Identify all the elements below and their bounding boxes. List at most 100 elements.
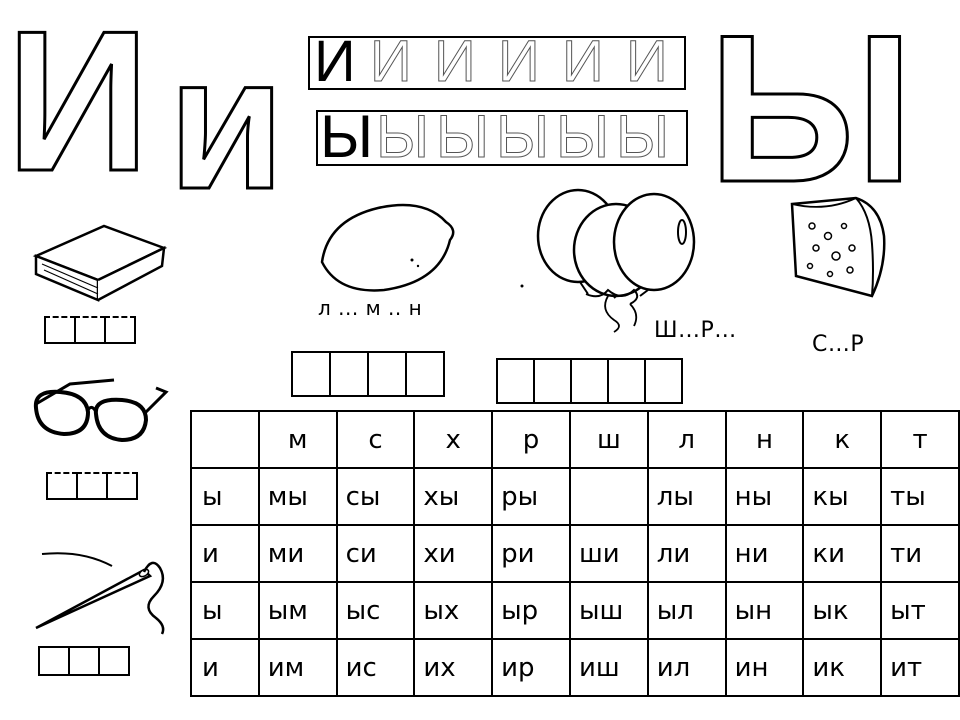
trace-letter: Ы: [435, 110, 490, 166]
answer-box[interactable]: [496, 358, 535, 404]
table-cell: ли: [646, 524, 727, 583]
table-cell: хы: [413, 467, 494, 526]
table-header-cell: к: [802, 410, 883, 469]
table-cell: ыш: [568, 581, 649, 640]
table-cell: ры: [491, 467, 571, 526]
trace-strip-i: И И И И И И: [308, 36, 686, 90]
table-header-cell: ш: [568, 410, 649, 469]
answer-box[interactable]: [329, 351, 369, 397]
table-cell: ым: [257, 581, 338, 640]
trace-letter: Ы: [320, 110, 374, 166]
table-cell: ил: [646, 638, 727, 697]
table-cell: [568, 467, 649, 526]
balloons-icon: [520, 188, 696, 333]
answer-box[interactable]: [44, 316, 76, 344]
table-cell: сы: [335, 467, 416, 526]
trace-letter: Ы: [495, 110, 550, 166]
table-cell: ри: [491, 524, 571, 583]
table-cell: ни: [724, 524, 805, 583]
answer-boxes-glasses[interactable]: [46, 472, 138, 500]
answer-box[interactable]: [367, 351, 407, 397]
answer-box[interactable]: [74, 316, 106, 344]
table-cell: си: [335, 524, 416, 583]
answer-box[interactable]: [106, 472, 138, 500]
table-cell: их: [413, 638, 494, 697]
table-cell: иш: [568, 638, 649, 697]
answer-box[interactable]: [98, 646, 130, 676]
answer-box[interactable]: [405, 351, 445, 397]
answer-box[interactable]: [291, 351, 331, 397]
answer-box[interactable]: [644, 358, 683, 404]
big-letter-i-upper: И: [5, 0, 152, 213]
trace-letter: И: [626, 36, 669, 90]
big-letter-i-lower: и: [167, 17, 287, 229]
trace-strip-y: Ы Ы Ы Ы Ы Ы: [316, 110, 688, 166]
trace-letter: И: [370, 36, 413, 90]
table-cell: ир: [491, 638, 571, 697]
lemon-icon: [320, 203, 455, 292]
answer-boxes-balloons[interactable]: [496, 358, 683, 404]
table-cell: ых: [413, 581, 494, 640]
answer-boxes-lemon[interactable]: [291, 351, 445, 397]
trace-letter: И: [314, 36, 356, 90]
table-cell: ыр: [491, 581, 571, 640]
table-cell: ши: [568, 524, 649, 583]
table-row-label: ы: [190, 581, 260, 640]
lemon-hint: л ... м .. н: [318, 296, 423, 320]
table-cell: ын: [724, 581, 805, 640]
answer-box[interactable]: [46, 472, 78, 500]
table-header-cell: х: [413, 410, 494, 469]
table-header-cell: т: [880, 410, 960, 469]
table-cell: ки: [802, 524, 883, 583]
trace-letter: Ы: [615, 110, 670, 166]
table-cell: ыт: [880, 581, 960, 640]
table-cell: ис: [335, 638, 416, 697]
balloons-hint: Ш…Р…: [654, 318, 737, 343]
table-cell: им: [257, 638, 338, 697]
table-cell: ты: [880, 467, 960, 526]
table-row-label: и: [190, 524, 260, 583]
glasses-icon: [33, 378, 169, 443]
table-cell: лы: [646, 467, 727, 526]
trace-letter: Ы: [555, 110, 610, 166]
book-icon: [32, 224, 168, 302]
needle-icon: [35, 552, 165, 635]
answer-boxes-book[interactable]: [44, 316, 136, 344]
table-header-cell: л: [646, 410, 727, 469]
table-header-cell: р: [491, 410, 571, 469]
table-header-cell: м: [257, 410, 338, 469]
answer-box[interactable]: [533, 358, 572, 404]
table-cell: ик: [802, 638, 883, 697]
table-cell: кы: [802, 467, 883, 526]
trace-letter: И: [562, 36, 605, 90]
cheese-icon: [790, 196, 886, 298]
trace-letter: И: [434, 36, 477, 90]
table-header-cell: н: [724, 410, 805, 469]
table-row-label: ы: [190, 467, 260, 526]
answer-box[interactable]: [38, 646, 70, 676]
table-cell: ыс: [335, 581, 416, 640]
big-letter-y: Ы: [707, 0, 916, 226]
table-header-cell: с: [335, 410, 416, 469]
table-cell: ти: [880, 524, 960, 583]
table-cell: ыл: [646, 581, 727, 640]
answer-boxes-needle[interactable]: [38, 646, 130, 676]
answer-box[interactable]: [68, 646, 100, 676]
table-cell: ми: [257, 524, 338, 583]
cheese-hint: С…Р: [812, 332, 865, 357]
trace-letter: Ы: [375, 110, 430, 166]
table-row-label: и: [190, 638, 260, 697]
answer-box[interactable]: [104, 316, 136, 344]
answer-box[interactable]: [76, 472, 108, 500]
table-header-cell: [190, 410, 260, 469]
table-cell: ит: [880, 638, 960, 697]
trace-letter: И: [498, 36, 541, 90]
answer-box[interactable]: [570, 358, 609, 404]
answer-box[interactable]: [607, 358, 646, 404]
